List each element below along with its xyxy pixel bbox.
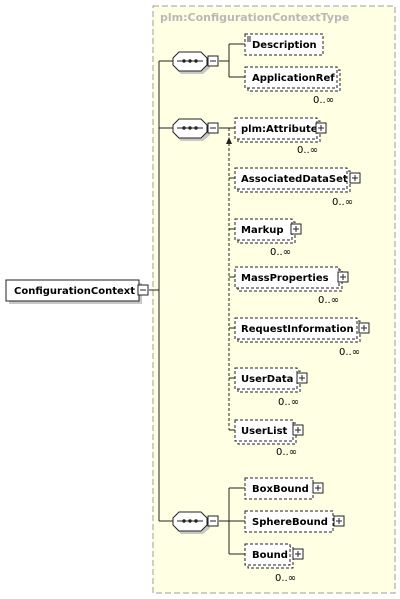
element-label: Description <box>252 40 317 51</box>
element-sphere-bound[interactable]: SphereBound <box>244 510 345 533</box>
expand-icon[interactable] <box>358 322 370 334</box>
expand-icon[interactable] <box>296 372 308 384</box>
complex-type-box <box>152 5 396 594</box>
occurrence-label: 0..∞ <box>278 397 299 408</box>
element-mass-properties[interactable]: MassProperties 0..∞ <box>234 266 349 306</box>
element-label: RequestInformation <box>241 324 354 335</box>
occurrence-label: 0..∞ <box>339 347 360 358</box>
expand-icon[interactable] <box>312 482 324 494</box>
element-label: AssociatedDataSet <box>241 174 348 185</box>
element-label: Bound <box>252 550 288 561</box>
element-label: UserList <box>241 426 288 437</box>
root-element[interactable]: ConfigurationContext <box>5 279 149 304</box>
sequence-compositor-1[interactable] <box>172 51 219 74</box>
expand-icon[interactable] <box>337 271 349 283</box>
occurrence-label: 0..∞ <box>276 447 297 458</box>
element-label: ApplicationRef <box>252 73 335 84</box>
occurrence-label: 0..∞ <box>270 247 291 258</box>
expand-icon[interactable] <box>333 515 345 527</box>
collapse-icon[interactable] <box>207 122 219 134</box>
collapse-icon[interactable] <box>207 515 219 527</box>
element-box-bound[interactable]: BoxBound <box>244 477 324 500</box>
connector-lines <box>149 43 245 555</box>
occurrence-label: 0..∞ <box>297 145 318 156</box>
expand-icon[interactable] <box>290 223 302 235</box>
occurrence-label: 0..∞ <box>275 573 296 584</box>
root-element-label: ConfigurationContext <box>14 286 135 297</box>
expand-icon[interactable] <box>315 122 327 134</box>
element-request-information[interactable]: RequestInformation 0..∞ <box>234 317 370 358</box>
element-application-ref[interactable]: ApplicationRef 0..∞ <box>244 66 341 106</box>
occurrence-label: 0..∞ <box>332 197 353 208</box>
element-description[interactable]: Description <box>244 33 324 56</box>
collapse-icon[interactable] <box>207 55 219 67</box>
element-label: UserData <box>241 374 293 385</box>
collapse-icon[interactable] <box>137 284 149 296</box>
element-label: BoxBound <box>252 484 309 495</box>
expand-icon[interactable] <box>292 424 304 436</box>
element-markup[interactable]: Markup 0..∞ <box>234 218 302 258</box>
occurrence-label: 0..∞ <box>318 295 339 306</box>
element-user-data[interactable]: UserData 0..∞ <box>234 367 308 408</box>
sequence-compositor-2[interactable] <box>172 118 219 141</box>
occurrence-label: 0..∞ <box>313 95 334 106</box>
element-label: Markup <box>241 225 284 236</box>
sequence-compositor-3[interactable] <box>172 511 219 534</box>
element-label: SphereBound <box>252 517 328 528</box>
element-label: MassProperties <box>241 273 329 284</box>
element-plm-attribute[interactable]: plm:Attribute 0..∞ <box>234 117 327 156</box>
documentation-icon <box>247 36 251 42</box>
element-bound[interactable]: Bound 0..∞ <box>244 543 304 584</box>
expand-icon[interactable] <box>292 548 304 560</box>
element-label: plm:Attribute <box>241 124 318 135</box>
element-associated-data-set[interactable]: AssociatedDataSet 0..∞ <box>234 167 361 208</box>
expand-icon[interactable] <box>349 172 361 184</box>
element-user-list[interactable]: UserList 0..∞ <box>234 419 304 458</box>
complex-type-title: plm:ConfigurationContextType <box>160 11 349 24</box>
